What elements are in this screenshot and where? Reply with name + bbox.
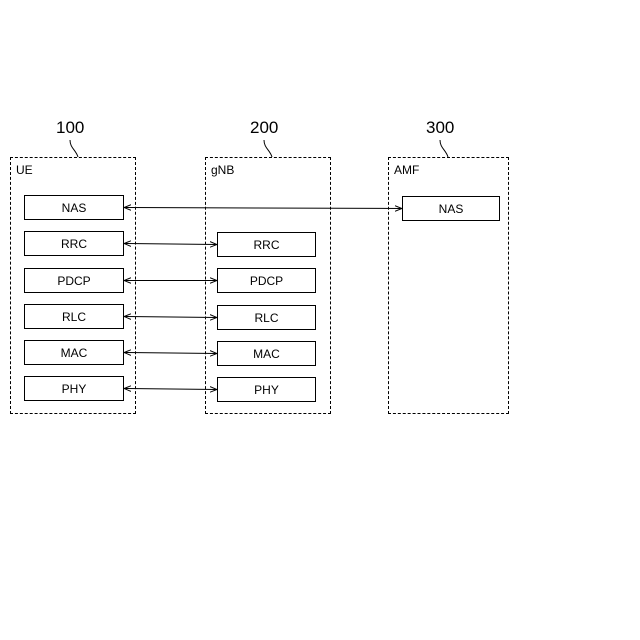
mac-link — [124, 353, 217, 354]
rlc-link — [124, 317, 217, 318]
ref-leader-ue — [70, 140, 78, 157]
ref-leader-gnb — [264, 140, 272, 157]
nas-ue-amf-link — [124, 208, 402, 209]
phy-link — [124, 389, 217, 390]
rrc-link — [124, 244, 217, 245]
ref-leader-amf — [440, 140, 448, 157]
